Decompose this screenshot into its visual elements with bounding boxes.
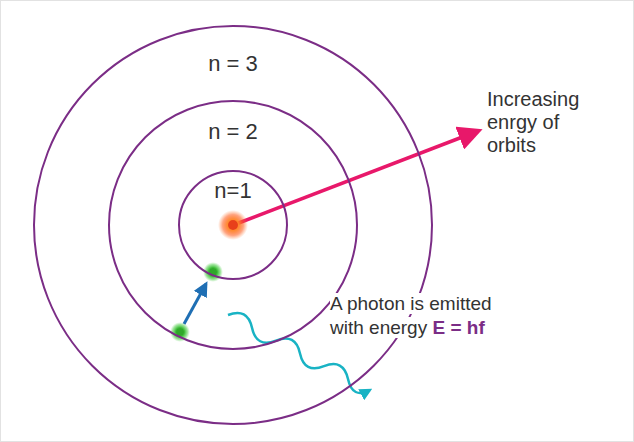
electron bbox=[170, 322, 190, 342]
nucleus-core bbox=[228, 220, 238, 230]
orbit-label: n = 3 bbox=[35, 51, 431, 77]
orbit-circle: n = 2 n=1 bbox=[108, 100, 358, 350]
orbit-circle: n=1 bbox=[178, 170, 288, 280]
label-group: Increasing enrgy of orbits bbox=[487, 88, 599, 157]
nucleus bbox=[218, 210, 248, 240]
electron-core bbox=[176, 328, 184, 336]
label-group: A photon is emitted with energy E = hf bbox=[330, 292, 526, 340]
electron-core bbox=[209, 268, 217, 276]
energy-note: Increasing enrgy of orbits bbox=[487, 88, 579, 156]
orbit-label: n=1 bbox=[180, 178, 286, 204]
transition-arrow bbox=[184, 284, 206, 324]
orbit-circle: n = 3 n = 2 n=1 bbox=[33, 25, 433, 425]
energy-formula: E = hf bbox=[432, 317, 484, 338]
electron bbox=[203, 262, 223, 282]
orbit-label: n = 2 bbox=[110, 119, 356, 145]
